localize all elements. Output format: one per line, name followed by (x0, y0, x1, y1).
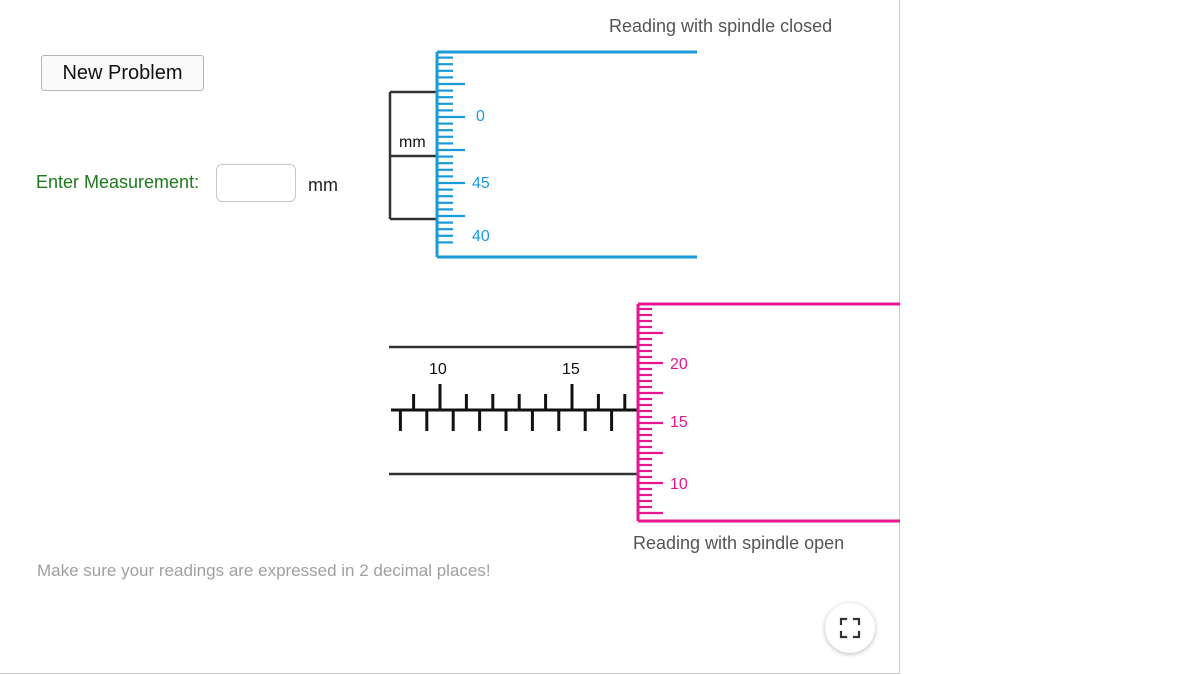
open-sleeve-ticks (398, 384, 627, 431)
open-thimble-label: 15 (670, 414, 688, 431)
open-thimble-label: 10 (670, 476, 688, 493)
open-micrometer: 10 15 20 15 10 (389, 302, 900, 523)
measurement-unit-label: mm (308, 175, 338, 195)
open-thimble-ticks (638, 307, 663, 515)
new-problem-button[interactable]: New Problem (41, 55, 204, 91)
open-thimble: 20 15 10 (636, 302, 900, 523)
measurement-input[interactable] (216, 164, 296, 202)
closed-reading-caption: Reading with spindle closed (609, 16, 833, 36)
closed-thimble-label: 45 (472, 175, 490, 192)
open-sleeve-label: 15 (562, 361, 580, 378)
fullscreen-button[interactable] (825, 603, 875, 653)
app-frame (0, 0, 900, 674)
micrometer-diagram: mm 0 45 40 10 15 20 15 10 (388, 50, 900, 523)
closed-thimble-label: 0 (476, 108, 485, 125)
decimal-places-hint: Make sure your readings are expressed in… (37, 561, 491, 580)
closed-thimble-label: 40 (472, 228, 490, 245)
open-thimble-label: 20 (670, 356, 688, 373)
closed-sleeve (388, 90, 436, 221)
closed-micrometer: mm 0 45 40 (388, 50, 697, 259)
open-reading-caption: Reading with spindle open (633, 533, 845, 553)
closed-thimble-ticks (437, 56, 465, 244)
enter-measurement-label: Enter Measurement: (36, 172, 200, 192)
open-sleeve: 10 15 (389, 345, 637, 476)
open-sleeve-label: 10 (429, 361, 447, 378)
closed-thimble: 0 45 40 (435, 50, 697, 259)
closed-sleeve-unit-label: mm (399, 134, 426, 151)
fullscreen-icon (839, 617, 861, 639)
